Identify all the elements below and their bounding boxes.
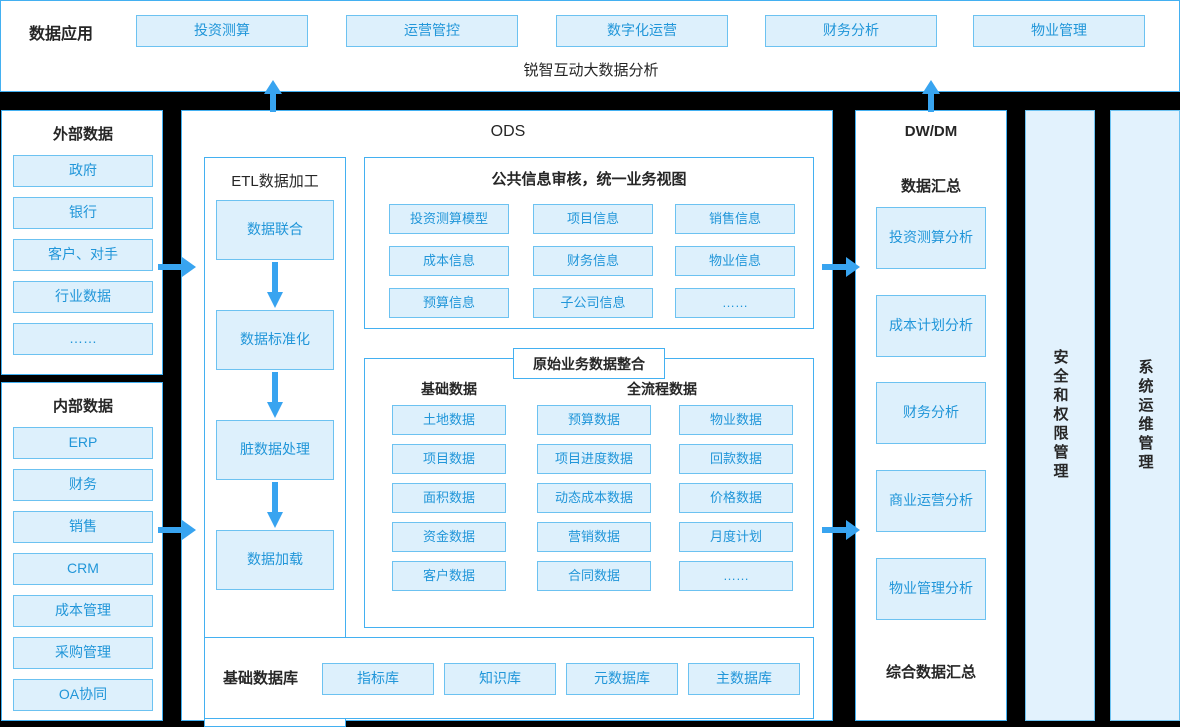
public-info-panel: 公共信息审核，统一业务视图 投资测算模型 项目信息 销售信息 成本信息 财务信息… [364, 157, 814, 329]
base-database-panel: 基础数据库 指标库 知识库 元数据库 主数据库 [204, 637, 814, 719]
full-process-data-title: 全流程数据 [627, 381, 697, 397]
raw-integration-panel: 基础数据 全流程数据 土地数据 项目数据 面积数据 资金数据 客户数据 预算数据… [364, 358, 814, 628]
app-chip-operations[interactable]: 运营管控 [346, 15, 518, 47]
arrow-down-etl-1 [267, 262, 283, 308]
process-item-dynamic-cost[interactable]: 动态成本数据 [537, 483, 651, 513]
arrow-right-external-to-ods [158, 257, 196, 277]
ods-title: ODS [490, 123, 526, 140]
db-chip-master-data[interactable]: 主数据库 [688, 663, 800, 695]
external-item-more[interactable]: …… [13, 323, 153, 355]
app-chip-property[interactable]: 物业管理 [973, 15, 1145, 47]
security-permission-band: 安全和权限管理 [1025, 110, 1095, 721]
arrow-up-dw [922, 80, 940, 112]
dw-dm-footer: 综合数据汇总 [885, 664, 976, 681]
internal-data-title: 内部数据 [52, 398, 113, 415]
etl-step-standardize[interactable]: 数据标准化 [216, 310, 334, 370]
dw-item-cost-plan-analysis[interactable]: 成本计划分析 [876, 295, 986, 357]
db-chip-knowledge[interactable]: 知识库 [444, 663, 556, 695]
basic-item-fund[interactable]: 资金数据 [392, 522, 506, 552]
public-item-more[interactable]: …… [675, 288, 795, 318]
process-item-collection[interactable]: 回款数据 [679, 444, 793, 474]
public-item-property-info[interactable]: 物业信息 [675, 246, 795, 276]
basic-item-land[interactable]: 土地数据 [392, 405, 506, 435]
dw-item-investment-analysis[interactable]: 投资测算分析 [876, 207, 986, 269]
dw-dm-title: DW/DM [904, 123, 958, 140]
internal-item-crm[interactable]: CRM [13, 553, 153, 585]
basic-data-title: 基础数据 [421, 381, 477, 397]
internal-data-panel: 内部数据 ERP 财务 销售 CRM 成本管理 采购管理 OA协同 [1, 382, 163, 721]
process-item-budget[interactable]: 预算数据 [537, 405, 651, 435]
dw-item-finance-analysis[interactable]: 财务分析 [876, 382, 986, 444]
arrow-right-ods-to-dw-top [822, 257, 860, 277]
dw-item-commercial-analysis[interactable]: 商业运营分析 [876, 470, 986, 532]
basic-item-area[interactable]: 面积数据 [392, 483, 506, 513]
dw-dm-panel: DW/DM 数据汇总 投资测算分析 成本计划分析 财务分析 商业运营分析 物业管… [855, 110, 1007, 721]
process-item-progress[interactable]: 项目进度数据 [537, 444, 651, 474]
ods-panel: ODS ETL数据加工 数据联合 数据标准化 脏数据处理 数据加载 公共信息审核… [181, 110, 833, 727]
app-chip-digital[interactable]: 数字化运营 [556, 15, 728, 47]
app-chip-investment[interactable]: 投资测算 [136, 15, 308, 47]
external-data-panel: 外部数据 政府 银行 客户、对手 行业数据 …… [1, 110, 163, 375]
external-data-title: 外部数据 [52, 126, 113, 143]
db-chip-metadata[interactable]: 元数据库 [566, 663, 678, 695]
system-ops-label: 系统运维管理 [1136, 358, 1154, 473]
app-chip-finance[interactable]: 财务分析 [765, 15, 937, 47]
architecture-stage: 外部数据 政府 银行 客户、对手 行业数据 …… 内部数据 ERP 财务 销售 … [0, 110, 1180, 727]
system-ops-band: 系统运维管理 [1110, 110, 1180, 721]
public-item-cost-info[interactable]: 成本信息 [389, 246, 509, 276]
etl-step-load[interactable]: 数据加载 [216, 530, 334, 590]
external-item-bank[interactable]: 银行 [13, 197, 153, 229]
public-item-investment-model[interactable]: 投资测算模型 [389, 204, 509, 234]
internal-item-erp[interactable]: ERP [13, 427, 153, 459]
basic-item-project[interactable]: 项目数据 [392, 444, 506, 474]
raw-integration-tab-title: 原始业务数据整合 [513, 348, 665, 379]
internal-item-finance[interactable]: 财务 [13, 469, 153, 501]
external-item-government[interactable]: 政府 [13, 155, 153, 187]
basic-item-customer[interactable]: 客户数据 [392, 561, 506, 591]
internal-item-oa[interactable]: OA协同 [13, 679, 153, 711]
public-item-finance-info[interactable]: 财务信息 [533, 246, 653, 276]
arrow-right-ods-to-dw-bottom [822, 520, 860, 540]
arrow-right-internal-to-ods [158, 520, 196, 540]
process-item-marketing[interactable]: 营销数据 [537, 522, 651, 552]
etl-panel: ETL数据加工 数据联合 数据标准化 脏数据处理 数据加载 [204, 157, 346, 727]
process-item-monthly-plan[interactable]: 月度计划 [679, 522, 793, 552]
arrow-up-ods [264, 80, 282, 112]
public-item-project-info[interactable]: 项目信息 [533, 204, 653, 234]
arrow-down-etl-2 [267, 372, 283, 418]
db-chip-indicator[interactable]: 指标库 [322, 663, 434, 695]
process-item-property[interactable]: 物业数据 [679, 405, 793, 435]
dw-dm-subtitle: 数据汇总 [900, 178, 961, 195]
etl-step-clean[interactable]: 脏数据处理 [216, 420, 334, 480]
base-database-label: 基础数据库 [223, 670, 299, 687]
internal-item-procurement[interactable]: 采购管理 [13, 637, 153, 669]
internal-item-cost[interactable]: 成本管理 [13, 595, 153, 627]
security-permission-label: 安全和权限管理 [1051, 349, 1069, 482]
external-item-industry[interactable]: 行业数据 [13, 281, 153, 313]
data-application-label: 数据应用 [29, 26, 94, 43]
process-item-price[interactable]: 价格数据 [679, 483, 793, 513]
etl-step-join[interactable]: 数据联合 [216, 200, 334, 260]
public-item-budget-info[interactable]: 预算信息 [389, 288, 509, 318]
system-title: 锐智互动大数据分析 [523, 62, 659, 79]
dw-item-property-analysis[interactable]: 物业管理分析 [876, 558, 986, 620]
public-item-sales-info[interactable]: 销售信息 [675, 204, 795, 234]
data-application-band: 数据应用 投资测算 运营管控 数字化运营 财务分析 物业管理 锐智互动大数据分析 [0, 0, 1180, 92]
public-info-title: 公共信息审核，统一业务视图 [491, 171, 687, 188]
public-item-subsidiary-info[interactable]: 子公司信息 [533, 288, 653, 318]
process-item-more[interactable]: …… [679, 561, 793, 591]
process-item-contract[interactable]: 合同数据 [537, 561, 651, 591]
etl-title: ETL数据加工 [231, 173, 319, 190]
internal-item-sales[interactable]: 销售 [13, 511, 153, 543]
arrow-down-etl-3 [267, 482, 283, 528]
external-item-customer-rival[interactable]: 客户、对手 [13, 239, 153, 271]
